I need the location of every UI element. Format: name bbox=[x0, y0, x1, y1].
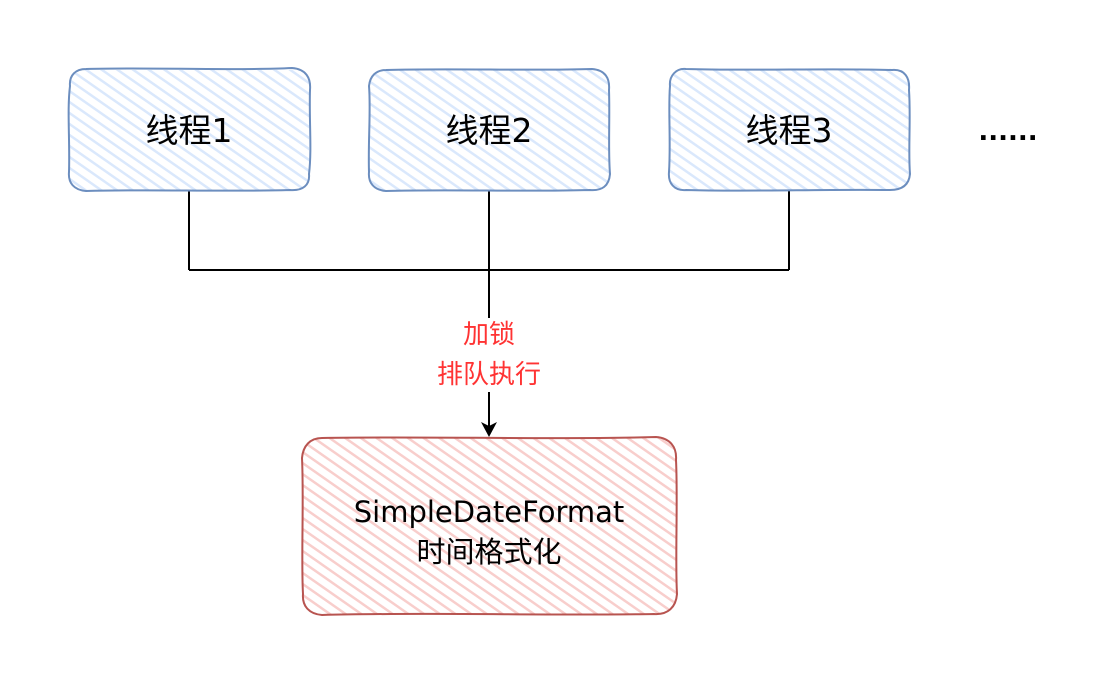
target-label-line2: 时间格式化 bbox=[416, 535, 561, 569]
thread-2-node[interactable]: 线程2 bbox=[367, 67, 612, 193]
thread-1-label: 线程1 bbox=[146, 111, 233, 150]
simpledateformat-node[interactable]: SimpleDateFormat 时间格式化 bbox=[300, 435, 679, 617]
arrowhead-icon bbox=[481, 422, 497, 437]
thread-1-border bbox=[67, 66, 312, 193]
target-label-line1: SimpleDateFormat bbox=[354, 495, 625, 529]
thread-3-border bbox=[667, 67, 912, 192]
thread-2-border bbox=[367, 67, 612, 193]
simpledateformat-border bbox=[300, 435, 679, 617]
thread-1-node[interactable]: 线程1 bbox=[67, 66, 312, 193]
thread-2-label: 线程2 bbox=[446, 111, 533, 150]
connector-lines bbox=[188, 190, 790, 437]
thread-3-label: 线程3 bbox=[746, 111, 833, 150]
thread-3-node[interactable]: 线程3 bbox=[667, 67, 912, 192]
ellipsis-text: ...... bbox=[978, 117, 1037, 147]
edge-label-queue: 排队执行 bbox=[437, 360, 541, 390]
edge-label-lock: 加锁 bbox=[463, 320, 515, 350]
